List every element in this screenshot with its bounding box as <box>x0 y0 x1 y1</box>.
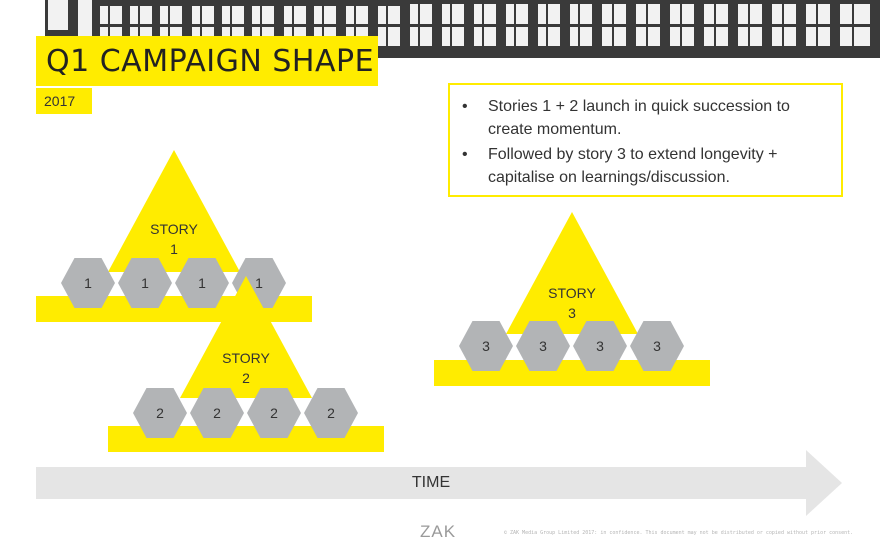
story-3-hex: 3 <box>459 321 513 371</box>
story-2-hex: 2 <box>190 388 244 438</box>
footer-legal-text: © ZAK Media Group Limited 2017: in confi… <box>504 530 854 536</box>
story-3-hex: 3 <box>630 321 684 371</box>
story-3-triangle <box>506 212 638 334</box>
story-3-label: STORY 3 <box>532 283 612 323</box>
page-title: Q1 CAMPAIGN SHAPE <box>46 43 375 79</box>
note-item: • Stories 1 + 2 launch in quick successi… <box>458 95 833 141</box>
story-label-line2: 3 <box>568 305 576 321</box>
story-2-hex: 2 <box>304 388 358 438</box>
story-label-line2: 2 <box>242 370 250 386</box>
year-box: 2017 <box>36 88 92 114</box>
footer-logo: ZAK <box>420 522 457 541</box>
title-box: Q1 CAMPAIGN SHAPE <box>36 36 378 86</box>
note-text: Followed by story 3 to extend longevity … <box>488 146 778 186</box>
year-label: 2017 <box>44 93 76 109</box>
story-2-triangle <box>180 276 312 398</box>
building-windows-image <box>0 0 880 58</box>
time-label: TIME <box>411 474 451 491</box>
story-2-hex: 2 <box>247 388 301 438</box>
bullet-icon: • <box>462 146 468 163</box>
story-3-hex: 3 <box>573 321 627 371</box>
story-1-label: STORY 1 <box>134 219 214 259</box>
story-label-line1: STORY <box>150 221 198 237</box>
header-photo-strip <box>0 0 880 58</box>
story-label-line1: STORY <box>548 285 596 301</box>
story-2-hex: 2 <box>133 388 187 438</box>
story-label-line2: 1 <box>170 241 178 257</box>
note-item: • Followed by story 3 to extend longevit… <box>458 143 833 189</box>
bullet-icon: • <box>462 98 468 115</box>
notes-box: • Stories 1 + 2 launch in quick successi… <box>448 83 843 197</box>
story-3-hex: 3 <box>516 321 570 371</box>
note-text: Stories 1 + 2 launch in quick succession… <box>488 98 790 138</box>
story-label-line1: STORY <box>222 350 270 366</box>
story-1-hex: 1 <box>61 258 115 308</box>
story-1-triangle <box>108 150 240 272</box>
story-1-hex: 1 <box>118 258 172 308</box>
notes-list: • Stories 1 + 2 launch in quick successi… <box>450 85 841 189</box>
story-2-label: STORY 2 <box>206 348 286 388</box>
time-arrow-icon <box>36 450 842 516</box>
